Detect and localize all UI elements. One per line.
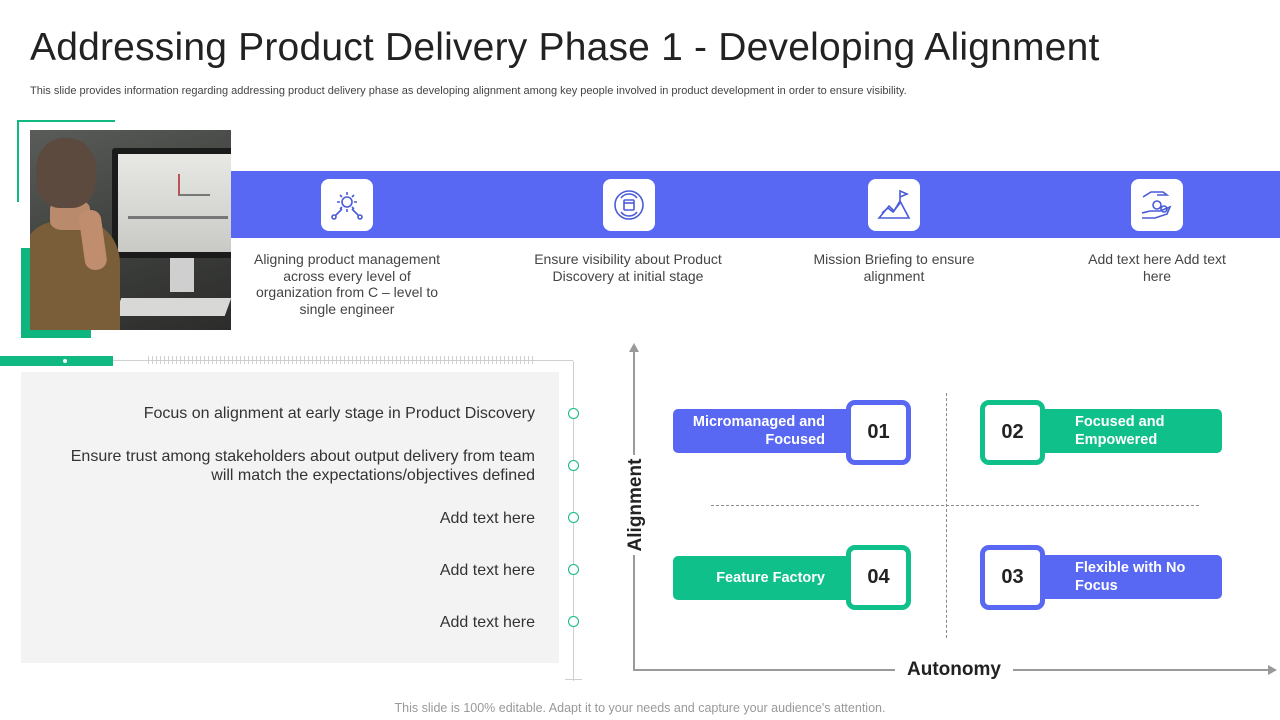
y-axis-label: Alignment (625, 455, 647, 555)
divider-accent (0, 356, 113, 366)
point-marker (568, 564, 579, 575)
photo-frame-line (17, 120, 19, 202)
point-marker (568, 408, 579, 419)
x-axis-label: Autonomy (895, 659, 1013, 681)
points-panel (21, 372, 559, 663)
y-axis-arrow (629, 343, 639, 352)
points-timeline-foot (565, 679, 582, 680)
quadrant-divider-horizontal (711, 505, 1199, 506)
quadrant-label: Micromanaged and Focused (673, 409, 863, 453)
quadrant-number: 04 (846, 545, 911, 610)
divider-dot (63, 359, 67, 363)
point-text: Add text here (439, 562, 535, 579)
quadrant-label: Feature Factory (673, 556, 863, 600)
hand-gears-icon (1131, 179, 1183, 231)
point-text: Add text here (439, 510, 535, 527)
x-axis-arrow (1268, 665, 1277, 675)
step-text: Ensure visibility about Product Discover… (534, 251, 722, 284)
photo-man-at-computer (30, 130, 231, 330)
mountain-flag-icon (868, 179, 920, 231)
step-text: Add text here Add text here (1088, 251, 1226, 284)
photo-frame-line (17, 120, 115, 122)
quadrant-number: 03 (980, 545, 1045, 610)
point-text: Focus on alignment at early stage in Pro… (143, 405, 535, 422)
target-cycle-icon (603, 179, 655, 231)
point-marker (568, 460, 579, 471)
page-title: Addressing Product Delivery Phase 1 - De… (30, 26, 1100, 69)
point-text: Ensure trust among stakeholders about ou… (70, 448, 535, 484)
quadrant-number: 01 (846, 400, 911, 465)
quadrant-number: 02 (980, 400, 1045, 465)
footer-note: This slide is 100% editable. Adapt it to… (394, 701, 886, 715)
divider-ticks (148, 356, 533, 364)
point-text: Add text here (439, 614, 535, 631)
step-text: Aligning product management across every… (253, 251, 440, 317)
page-subtitle: This slide provides information regardin… (30, 85, 907, 97)
quadrant-label: Focused and Empowered (1037, 409, 1222, 453)
quadrant-divider-vertical (946, 393, 947, 638)
point-marker (568, 616, 579, 627)
step-text: Mission Briefing to ensure alignment (813, 251, 975, 284)
point-marker (568, 512, 579, 523)
steps-band (231, 171, 1280, 238)
quadrant-label: Flexible with No Focus (1037, 555, 1222, 599)
gear-wrench-icon (321, 179, 373, 231)
